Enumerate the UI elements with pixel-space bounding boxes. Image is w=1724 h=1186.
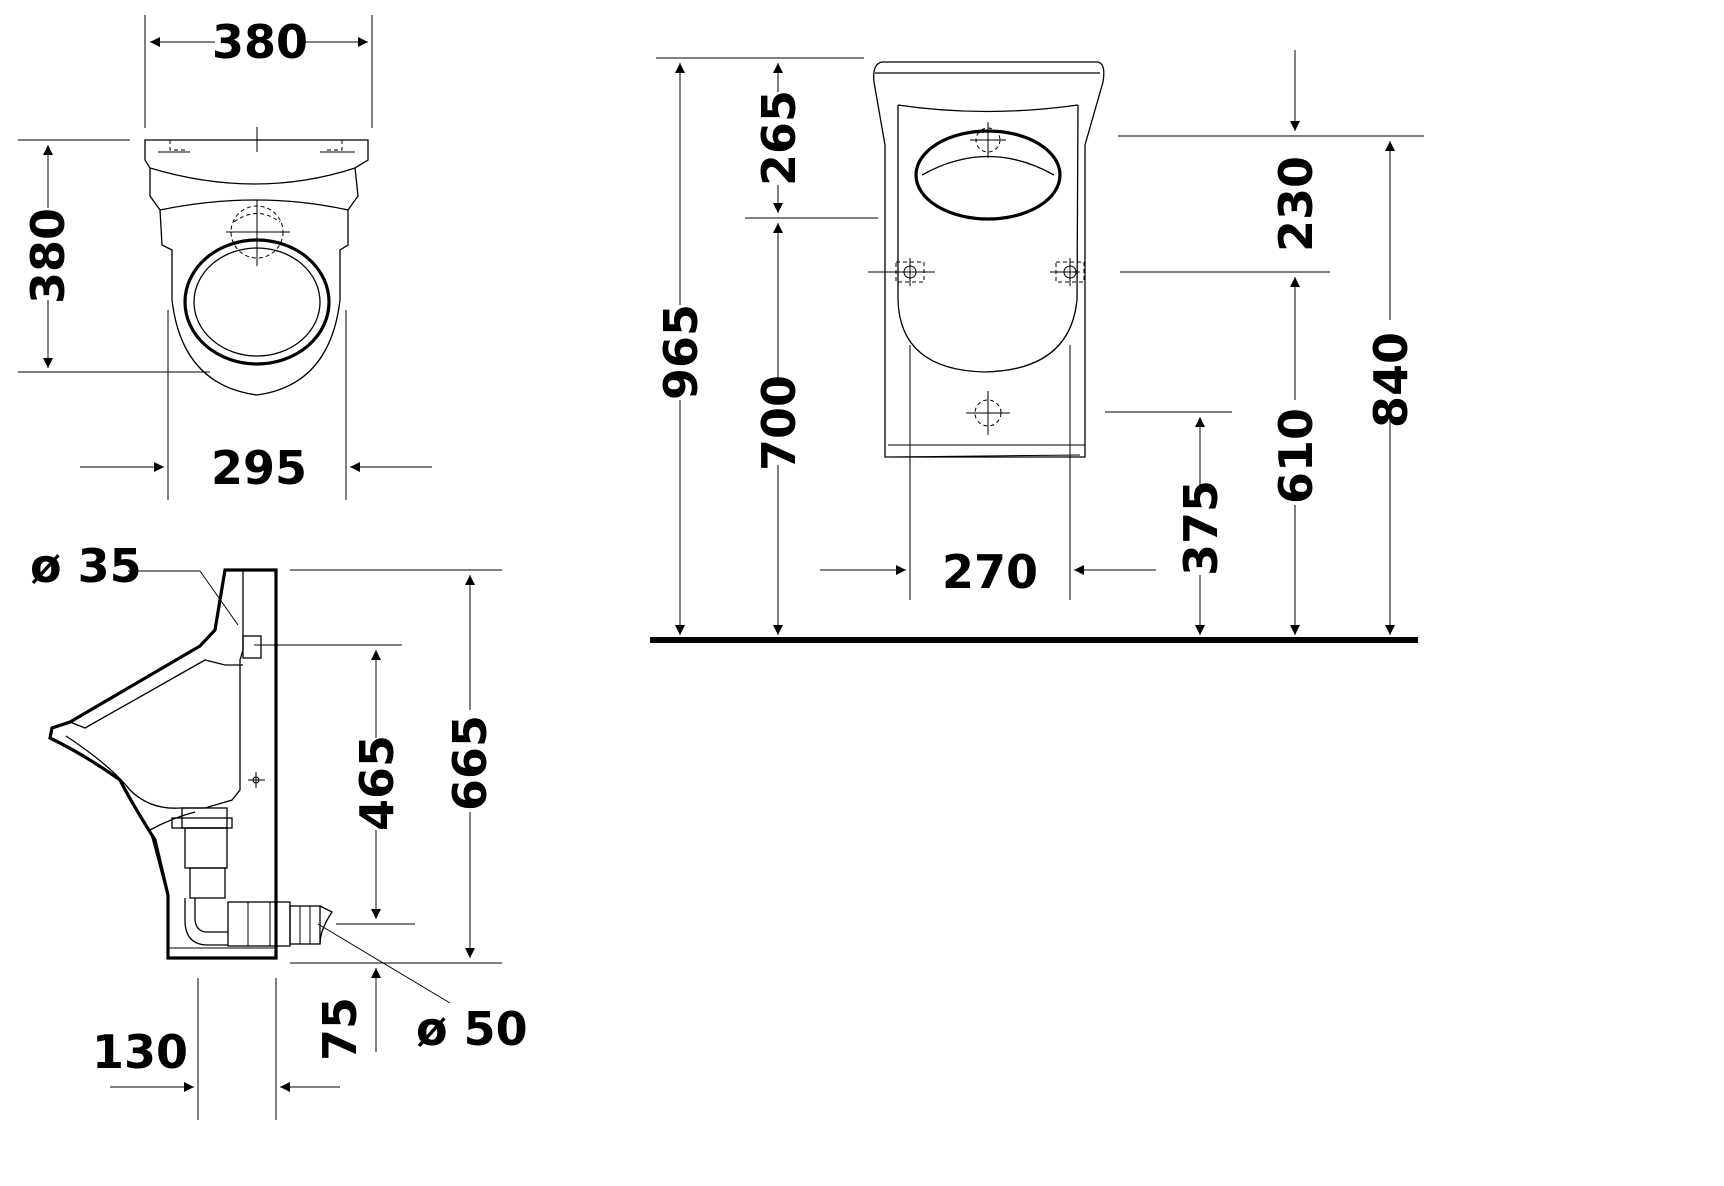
dim-fix-spacing: 270 xyxy=(942,545,1038,599)
dim-depth-bottom: 130 xyxy=(92,1025,188,1079)
dim-fix-height: 700 xyxy=(752,375,806,471)
dim-bowl-width: 295 xyxy=(211,441,307,495)
dim-total-height: 965 xyxy=(654,304,708,400)
dim-top-width: 380 xyxy=(212,15,308,69)
dim-bracket-height: 840 xyxy=(1364,332,1418,428)
front-view xyxy=(868,61,1105,458)
dim-top-to-fix: 265 xyxy=(752,90,806,186)
dim-inlet-offset: 230 xyxy=(1269,156,1323,252)
dim-pipe-top: ø 35 xyxy=(30,539,142,593)
side-view xyxy=(48,568,333,960)
dim-outlet-height: 75 xyxy=(313,997,367,1061)
dim-side-height: 665 xyxy=(443,715,497,811)
side-view-dimensions: 665 465 75 130 ø 35 ø 50 xyxy=(30,539,528,1120)
dim-outlet-floor-height: 375 xyxy=(1174,480,1228,576)
top-view-dimensions: 380 380 295 xyxy=(18,15,432,500)
dim-pipe-bottom: ø 50 xyxy=(416,1002,528,1056)
top-view xyxy=(144,127,369,396)
dim-top-depth: 380 xyxy=(21,208,75,304)
front-view-dimensions: 965 265 700 230 840 610 375 270 xyxy=(650,50,1424,643)
dim-mid-height: 610 xyxy=(1269,408,1323,504)
dim-inlet-height: 465 xyxy=(350,735,404,831)
